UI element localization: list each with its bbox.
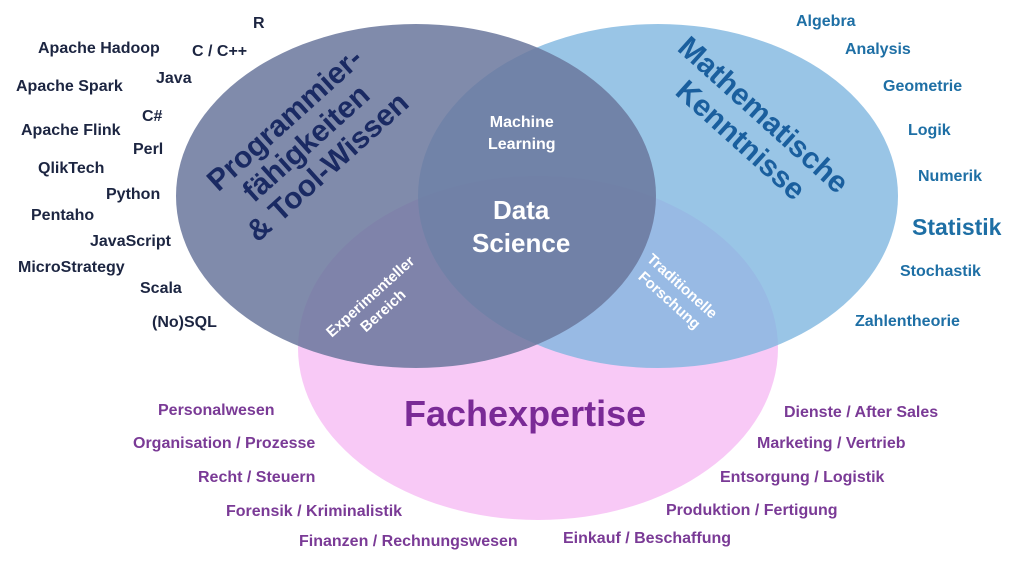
prog-item-java: Java: [156, 70, 192, 87]
prog-item-spark: Apache Spark: [16, 78, 123, 95]
machine-learning-line-1: Machine: [489, 114, 554, 131]
domain-item-finanzen: Finanzen / Rechnungswesen: [299, 533, 518, 550]
data-science-line-2: Science: [472, 228, 571, 258]
prog-item-perl: Perl: [133, 141, 164, 158]
prog-item-qliktech: QlikTech: [38, 160, 105, 177]
math-item-analysis: Analysis: [845, 41, 911, 58]
domain-item-marketing: Marketing / Vertrieb: [757, 435, 906, 452]
prog-item-hadoop: Apache Hadoop: [38, 40, 160, 57]
domain-item-produktion: Produktion / Fertigung: [666, 502, 838, 519]
prog-item-microstrategy: MicroStrategy: [18, 259, 125, 276]
machine-learning-label: Machine Learning: [488, 112, 556, 156]
prog-item-nosql: (No)SQL: [152, 314, 217, 331]
domain-title: Fachexpertise: [404, 393, 647, 434]
prog-item-pentaho: Pentaho: [31, 207, 95, 224]
math-item-numerik: Numerik: [918, 168, 983, 185]
domain-item-recht: Recht / Steuern: [198, 469, 316, 486]
domain-item-organisation: Organisation / Prozesse: [133, 435, 316, 452]
data-science-line-1: Data: [492, 195, 550, 225]
data-science-label: Data Science: [472, 194, 570, 260]
domain-item-dienste: Dienste / After Sales: [784, 404, 939, 421]
math-item-geometrie: Geometrie: [883, 78, 963, 95]
prog-item-scala: Scala: [140, 280, 182, 297]
math-item-zahlentheorie: Zahlentheorie: [855, 313, 960, 330]
math-item-logik: Logik: [908, 122, 951, 139]
math-item-algebra: Algebra: [796, 13, 856, 30]
prog-item-csharp: C#: [142, 108, 163, 125]
domain-item-entsorgung: Entsorgung / Logistik: [720, 469, 885, 486]
prog-item-python: Python: [106, 186, 161, 203]
prog-item-r: R: [253, 15, 265, 32]
programming-circle: [176, 24, 656, 368]
prog-item-flink: Apache Flink: [21, 122, 121, 139]
domain-item-personalwesen: Personalwesen: [158, 402, 275, 419]
math-item-statistik: Statistik: [912, 214, 1002, 240]
math-item-stochastik: Stochastik: [900, 263, 981, 280]
machine-learning-line-2: Learning: [488, 136, 556, 153]
domain-item-forensik: Forensik / Kriminalistik: [226, 503, 403, 520]
domain-item-einkauf: Einkauf / Beschaffung: [563, 530, 732, 547]
prog-item-javascript: JavaScript: [90, 233, 171, 250]
prog-item-cpp: C / C++: [192, 43, 248, 60]
